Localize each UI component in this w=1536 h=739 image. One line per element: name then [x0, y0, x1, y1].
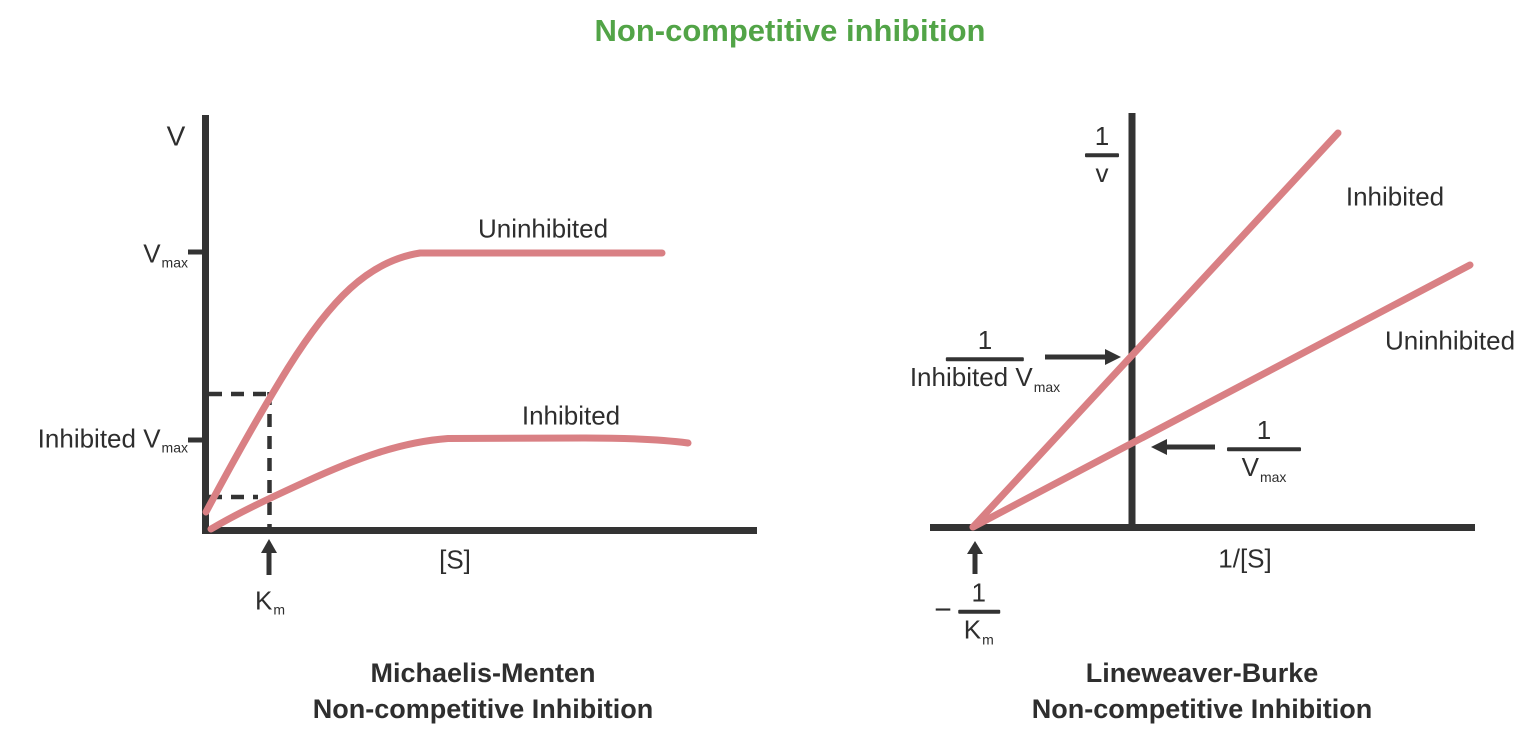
fraction-bar — [1227, 447, 1301, 452]
lb-y-axis-label: 1 v — [1085, 122, 1119, 188]
fraction-bar — [945, 357, 1024, 362]
mm-y-axis-label: V — [166, 120, 186, 152]
lb-one-over-inhibited-vmax-label: 1 Inhibited Vmax — [909, 325, 1061, 395]
mm-plot — [188, 115, 757, 575]
mm-inhibited-vmax-sub: max — [161, 440, 188, 457]
mm-km-sub: m — [273, 602, 286, 619]
lb-inhibited-label: Inhibited — [1345, 181, 1445, 212]
lb-neg-one-over-km-num: 1 — [971, 577, 986, 608]
lb-one-over-vmax-fraction: 1 Vmax — [1227, 415, 1301, 485]
mm-x-axis-label: [S] — [439, 544, 471, 575]
mm-inhibited-label: Inhibited — [521, 400, 621, 431]
mm-uninhibited-label: Uninhibited — [477, 213, 609, 244]
lb-neg-one-over-km: − 1 Km — [934, 577, 1000, 648]
lb-one-over-vmax-den-base: V — [1241, 452, 1259, 483]
mm-km-base: K — [254, 585, 273, 616]
mm-caption-line1: Michaelis-Menten — [370, 658, 596, 688]
lb-one-over-inhibited-vmax-den-sub: max — [1033, 378, 1061, 395]
fraction-bar — [1085, 153, 1119, 158]
lb-caption-line1: Lineweaver-Burke — [1085, 658, 1319, 688]
lb-one-over-inhibited-vmax-den: Inhibited Vmax — [909, 362, 1061, 395]
mm-caption-line2: Non-competitive Inhibition — [312, 694, 654, 724]
mm-inhibited-vmax-label: Inhibited Vmax — [37, 423, 188, 457]
lb-one-over-vmax-den: Vmax — [1241, 452, 1287, 485]
mm-caption: Michaelis-Menten Non-competitive Inhibit… — [313, 655, 653, 727]
mm-km-arrow-head — [261, 539, 277, 553]
lb-one-over-inhibited-vmax-den-base: Inhibited V — [909, 362, 1033, 393]
mm-inhibited-curve — [207, 434, 692, 533]
lb-vmax-arrow-head — [1151, 439, 1167, 455]
lb-inhibited-line — [969, 129, 1342, 531]
lb-uninhibited-label: Uninhibited — [1384, 325, 1516, 356]
lb-neg-one-over-km-den-sub: m — [982, 631, 994, 648]
mm-vmax-sub: max — [161, 255, 188, 272]
lb-y-axis-fraction-den: v — [1095, 158, 1109, 189]
lb-caption: Lineweaver-Burke Non-competitive Inhibit… — [1032, 655, 1372, 727]
lb-y-axis-fraction: 1 v — [1085, 121, 1119, 189]
lb-one-over-vmax-den-sub: max — [1259, 468, 1287, 485]
figure-title: Non-competitive inhibition — [594, 12, 986, 48]
mm-uninhibited-curve — [202, 249, 666, 516]
lb-neg-one-over-km-den: Km — [963, 614, 994, 648]
lb-neg-one-over-km-fraction: 1 Km — [957, 577, 1000, 648]
lb-caption-line2: Non-competitive Inhibition — [1031, 694, 1373, 724]
fraction-bar — [957, 610, 1000, 614]
lb-x-axis-label: 1/[S] — [1218, 543, 1272, 574]
lb-one-over-vmax-label: 1 Vmax — [1227, 415, 1301, 485]
mm-inhibited-vmax-base: Inhibited V — [37, 423, 161, 454]
lb-y-axis-fraction-num: 1 — [1094, 121, 1110, 152]
mm-km-label: Km — [254, 585, 286, 619]
lb-neg-one-over-km-label: − 1 Km — [934, 577, 1000, 648]
lb-neg-one-over-km-den-base: K — [963, 615, 982, 645]
mm-vmax-base: V — [143, 238, 161, 269]
lb-one-over-vmax-num: 1 — [1256, 415, 1272, 446]
lb-plot — [930, 113, 1475, 574]
lb-km-arrow-head — [967, 541, 983, 554]
lb-one-over-inhibited-vmax-num: 1 — [977, 325, 993, 356]
minus-sign: − — [934, 593, 952, 627]
lb-uninhibited-line — [969, 261, 1474, 531]
mm-vmax-label: Vmax — [143, 238, 188, 272]
lb-one-over-inhibited-vmax-fraction: 1 Inhibited Vmax — [909, 325, 1061, 395]
lb-inhibited-vmax-arrow-head — [1105, 349, 1121, 365]
